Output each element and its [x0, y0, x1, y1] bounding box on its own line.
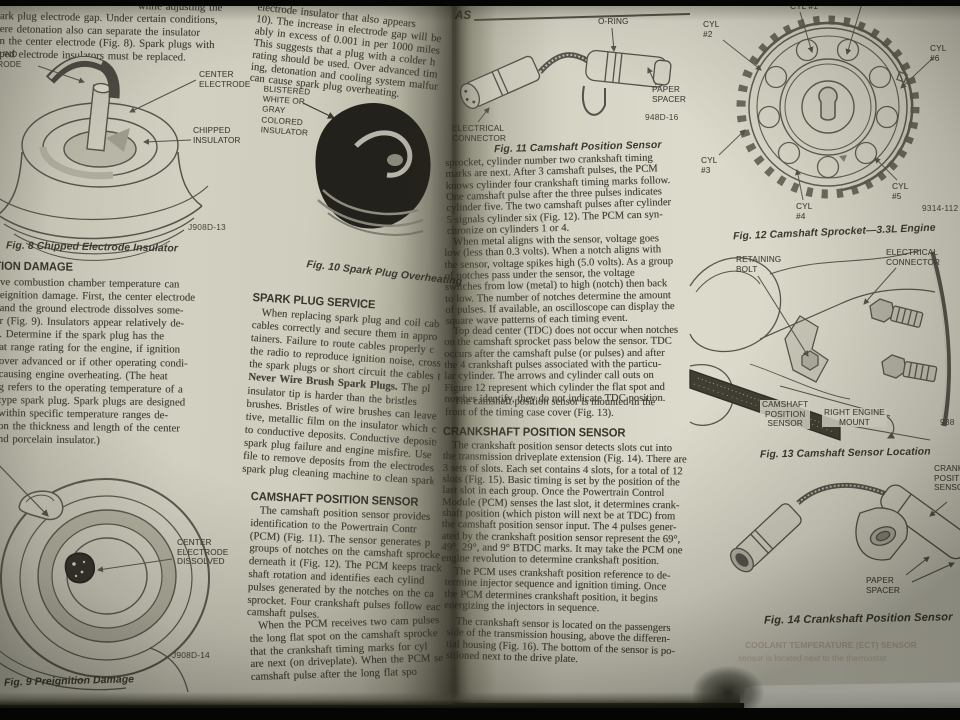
figure-12-code: 9314-112: [922, 203, 959, 213]
electrical-connector-label: ELECTRICAL CONNECTOR: [452, 124, 506, 143]
camshaft-position-sensor-label: CAMSHAFT POSITION SENSOR: [760, 400, 811, 429]
rp-paragraph-7: The crankshaft sensor is located on the …: [446, 616, 676, 669]
figure-11-code: 948D-16: [645, 112, 679, 122]
fig14-paper-spacer-label: PAPER SPACER: [866, 576, 900, 595]
figure-12-illustration: [718, 0, 934, 201]
gutter-bottom-shadow: [692, 666, 764, 714]
cyl-6-label: CYL #6: [930, 44, 947, 63]
paper-spacer-label: PAPER SPACER: [652, 85, 686, 104]
figure-13-code: 938: [940, 417, 955, 427]
preignition-damage-heading: PREIGNITION DAMAGE: [0, 258, 74, 274]
cyl-5-label: CYL #5: [892, 182, 909, 201]
rp-paragraph-1: sprocket, cylinder number two crankshaft…: [445, 152, 672, 237]
ground-electrode-label: GROUND: [0, 50, 18, 59]
rp-paragraph-6: The PCM uses crankshaft position referen…: [444, 566, 670, 616]
figure-9-illustration: [0, 465, 210, 693]
figure-8-code: J908D-13: [188, 222, 226, 232]
photo-bottom-band: [0, 708, 960, 720]
retaining-bolt-label: RETAINING BOLT: [736, 255, 782, 274]
figure-10-illustration: [302, 102, 431, 236]
rp-paragraph-3: Top dead center (TDC) does not occur whe…: [444, 325, 678, 406]
cyl-4-label: CYL #4: [796, 202, 813, 221]
ghost-text-1: COOLANT TEMPERATURE (ECT) SENSOR: [745, 640, 917, 650]
text-line: on the camshaft sprocket pass below the …: [444, 336, 672, 349]
rp-paragraph-5: The crankshaft position sensor detects s…: [441, 440, 687, 568]
figure-14-illustration: [730, 482, 960, 583]
chipped-insulator-label: CHIPPED INSULATOR: [193, 126, 241, 145]
crankshaft-position-sensor-label: CRANKSHAFT POSITION SENSOR: [934, 464, 960, 493]
center-electrode-label: CENTER ELECTRODE: [199, 70, 251, 89]
rp-paragraph-4: The camshaft position sensor is mounted …: [445, 396, 655, 420]
figure-9-code: J908D-14: [172, 650, 210, 660]
cyl-1-label: CYL #1: [790, 2, 818, 12]
figure-8-illustration: [0, 55, 209, 261]
cyl-3-label: CYL #3: [701, 156, 718, 175]
o-ring-label: O-RING: [598, 17, 629, 26]
photo-top-band: [0, 0, 960, 6]
text-line: lar cylinder. The arrows and cylinder ca…: [444, 370, 654, 383]
cyl-2-label: CYL #2: [703, 20, 720, 39]
ghost-text-2: sensor is located next to the thermostat: [738, 653, 887, 663]
top-shadow: [0, 5, 960, 21]
right-engine-mount-label: RIGHT ENGINE MOUNT: [822, 408, 887, 428]
text-line: front of the timing case cover (Fig. 13)…: [444, 407, 614, 420]
fig13-electrical-connector-label: ELECTRICAL CONNECTOR: [886, 248, 940, 267]
ground-electrode-label-2: ELECTRODE: [0, 60, 22, 69]
center-electrode-dissolved-label: CENTER ELECTRODE DISSOLVED: [177, 538, 229, 567]
rp-paragraph-2: When metal aligns with the sensor, volta…: [444, 233, 675, 328]
crankshaft-position-sensor-heading: CRANKSHAFT POSITION SENSOR: [442, 424, 626, 440]
